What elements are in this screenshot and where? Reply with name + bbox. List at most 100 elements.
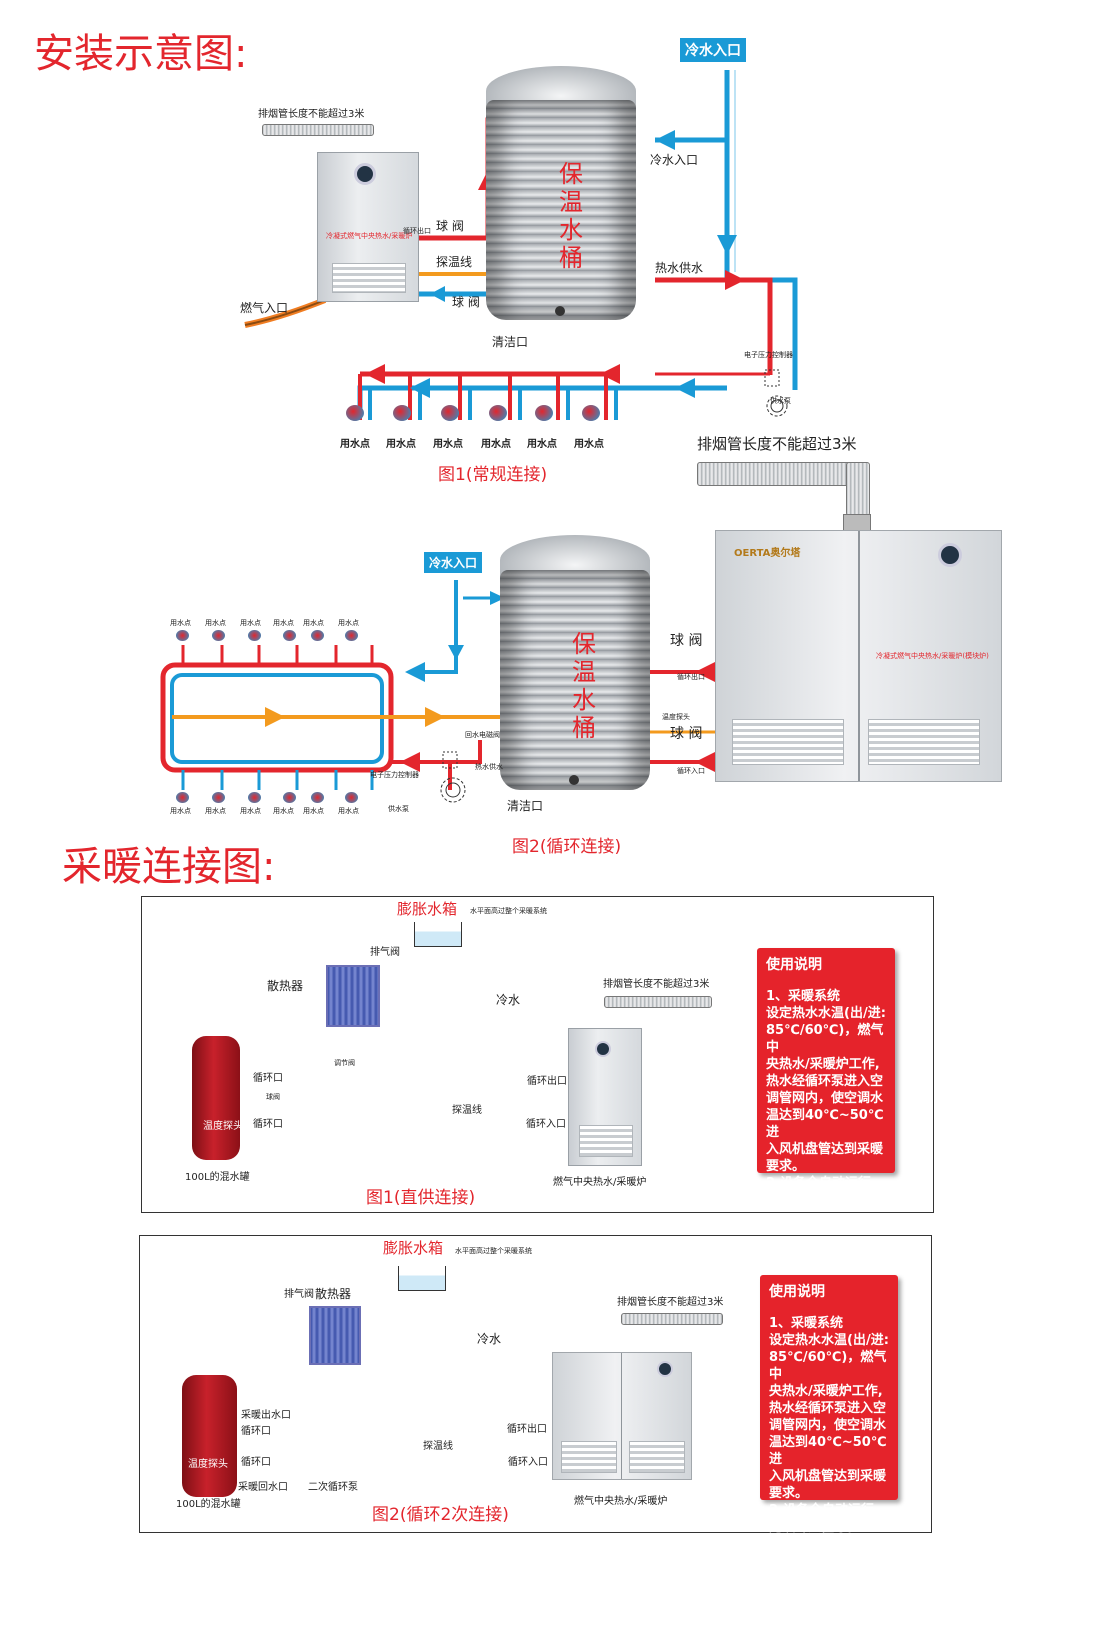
outlet-label: 用水点 [273, 807, 294, 815]
outlet-label: 用水点 [481, 439, 511, 450]
heat2-secondary-pump: 二次循环泵 [308, 1482, 358, 1493]
heat2-exhaust-valve: 排气阀 [284, 1289, 314, 1300]
heat1-adjust-valve: 调节阀 [334, 1059, 355, 1067]
fig1-caption: 图1(常规连接) [438, 465, 548, 485]
heat1-cycle-in: 循环入口 [526, 1119, 566, 1130]
faucet-icon [283, 792, 296, 803]
heat2-boiler-seam [621, 1353, 622, 1479]
faucet-icon [212, 792, 225, 803]
outlet-label: 用水点 [170, 807, 191, 815]
fig1-tank [486, 100, 636, 320]
install-title: 安装示意图: [34, 31, 248, 77]
heat1-note-title: 使用说明 [766, 957, 822, 973]
heat2-heat-out: 采暖出水口 [241, 1410, 291, 1421]
fig1-boiler-text: 冷凝式燃气中央热水/采暖炉 [326, 232, 413, 240]
heat2-radiator-unit [309, 1306, 361, 1365]
fig2-ball-valve-top: 球 阀 [670, 633, 703, 649]
heat2-expansion-tank [398, 1266, 446, 1291]
heat1-boiler-vents [579, 1125, 633, 1157]
heat1-note: 使用说明 1、采暖系统 设定热水水温(出/进: 85℃/60℃)，燃气中 央热水… [757, 948, 895, 1208]
heat1-cycle-out-left: 循环口 [253, 1073, 283, 1084]
fig2-pipes [160, 580, 740, 803]
heat1-ball-valve: 球阀 [266, 1093, 280, 1101]
outlet-label: 用水点 [574, 439, 604, 450]
fig2-gauge-icon [938, 543, 962, 567]
fig2-pump: 供水泵 [388, 805, 409, 813]
fig1-pump: 供水泵 [770, 397, 791, 405]
heat2-cold-water: 冷水 [477, 1332, 502, 1346]
faucet-icon [176, 630, 189, 641]
heat2-boiler [552, 1352, 692, 1480]
fig2-cycle-out: 循环出口 [677, 673, 705, 681]
outlet-label: 用水点 [338, 807, 359, 815]
fig1-tank-label: 保温水桶 [559, 160, 583, 272]
heat1-caption: 图1(直供连接) [366, 1188, 476, 1208]
fig2-boiler: OERTA奥尔塔 冷凝式燃气中央热水/采暖炉(模块炉) [715, 530, 1002, 782]
heat1-cycle-in-left: 循环口 [253, 1119, 283, 1130]
faucet-icon [176, 792, 189, 803]
outlet-label: 用水点 [527, 439, 557, 450]
fig2-cycle-in: 循环入口 [677, 767, 705, 775]
fig2-caption: 图2(循环连接) [512, 837, 622, 857]
fig2-brand: OERTA奥尔塔 [734, 548, 801, 559]
fig1-cycle-out: 循环出口 [403, 227, 431, 235]
faucet-icon [345, 792, 358, 803]
heat2-note-body: 1、采暖系统 设定热水水温(出/进: 85℃/60℃)，燃气中 央热水/采暖炉工… [769, 1316, 889, 1535]
heat1-note-body: 1、采暖系统 设定热水水温(出/进: 85℃/60℃)，燃气中 央热水/采暖炉工… [766, 989, 886, 1208]
outlet-label: 用水点 [240, 807, 261, 815]
fig2-hot-supply: 热水供水 [475, 763, 503, 771]
outlet-label: 用水点 [340, 439, 370, 450]
fig2-unit-text: 冷凝式燃气中央热水/采暖炉(模块炉) [876, 652, 989, 660]
fig1-cold-inlet-label: 冷水入口 [650, 153, 699, 167]
fig1-flue-pipe [262, 124, 374, 136]
heat1-expansion-note: 水平面高过整个采暖系统 [470, 907, 547, 915]
heat2-note-title: 使用说明 [769, 1284, 825, 1300]
heat2-boiler-label: 燃气中央热水/采暖炉 [574, 1496, 668, 1507]
fig2-flue-elbow [846, 462, 870, 516]
heat2-tank-label: 100L的混水罐 [176, 1499, 241, 1510]
heat2-vents-left [561, 1441, 617, 1473]
fig2-tank-label: 保温水桶 [572, 630, 596, 742]
heat1-expansion-tank [414, 922, 462, 947]
heat1-exhaust-valve: 排气阀 [370, 947, 400, 958]
faucet-icon [248, 792, 261, 803]
outlet-label: 用水点 [303, 807, 324, 815]
faucet-icon [393, 405, 411, 421]
fig2-return-valve: 回水电磁阀 [465, 731, 500, 739]
heat1-gauge-icon [595, 1041, 611, 1057]
heat2-gauge-icon [657, 1361, 673, 1377]
outlet-label: 用水点 [386, 439, 416, 450]
fig1-boiler-gauge-icon [354, 163, 376, 185]
heat2-expansion-note: 水平面高过整个采暖系统 [455, 1247, 532, 1255]
faucet-icon [535, 405, 553, 421]
faucet-icon [248, 630, 261, 641]
outlet-label: 用水点 [205, 807, 226, 815]
fig2-vents-right [868, 719, 980, 765]
outlet-label: 用水点 [273, 619, 294, 627]
outlet-label: 用水点 [433, 439, 463, 450]
fig2-clean-port: 清洁口 [507, 799, 544, 813]
fig2-cold-inlet-tag: 冷水入口 [424, 552, 483, 573]
fig2-ball-valve-bottom: 球 阀 [670, 726, 703, 742]
faucet-icon [311, 630, 324, 641]
fig1-gas-inlet: 燃气入口 [240, 301, 289, 315]
heat2-expansion: 膨胀水箱 [383, 1239, 444, 1257]
fig2-clean-port-icon [569, 775, 579, 785]
heat2-flue-pipe [621, 1313, 723, 1325]
heat1-flue-pipe [604, 996, 712, 1008]
heat2-cycle-port1: 循环口 [241, 1426, 271, 1437]
faucet-icon [283, 630, 296, 641]
faucet-icon [345, 630, 358, 641]
heat1-radiator: 散热器 [267, 979, 304, 993]
heat2-cycle-in: 循环入口 [508, 1457, 548, 1468]
fig1-clean-port-icon [555, 306, 565, 316]
heat2-vents-right [629, 1441, 685, 1473]
faucet-icon [489, 405, 507, 421]
fig2-flue-pipe [697, 462, 851, 486]
heat1-tank-label: 100L的混水罐 [185, 1172, 250, 1183]
outlet-label: 用水点 [205, 619, 226, 627]
outlet-label: 用水点 [170, 619, 191, 627]
fig2-pressure-ctrl: 电子压力控制器 [370, 771, 419, 779]
heat1-cold-water: 冷水 [496, 993, 521, 1007]
fig1-ball-valve-top: 球 阀 [436, 219, 464, 233]
